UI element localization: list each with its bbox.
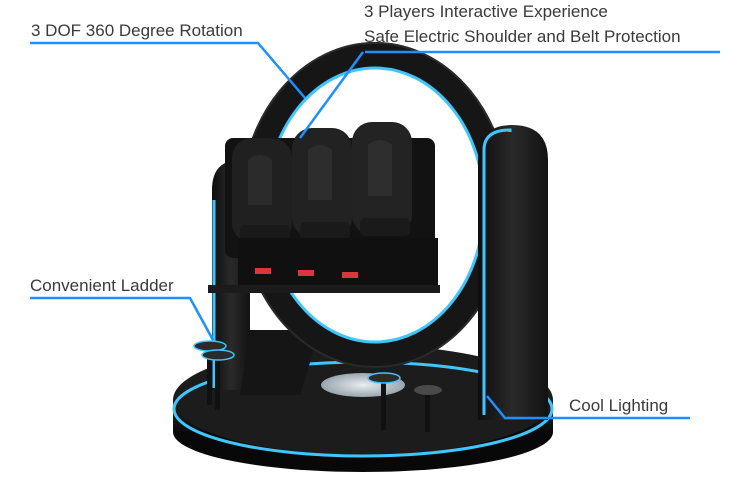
seat-1 bbox=[232, 138, 292, 243]
annotation-ladder: Convenient Ladder bbox=[30, 276, 174, 295]
callout-line-lighting bbox=[486, 395, 690, 420]
callout-line-rotation bbox=[30, 41, 306, 99]
ladder bbox=[193, 340, 442, 432]
seat-cabin bbox=[208, 122, 440, 293]
callout-line-players bbox=[298, 51, 365, 139]
right-tower bbox=[478, 125, 548, 420]
seat-2 bbox=[292, 128, 352, 240]
footrest bbox=[208, 285, 440, 293]
callout-lines bbox=[30, 41, 720, 420]
center-pedestal bbox=[240, 330, 320, 395]
indicator-light bbox=[342, 272, 358, 278]
annotation-players: 3 Players Interactive Experience bbox=[364, 2, 608, 21]
annotation-rotation: 3 DOF 360 Degree Rotation bbox=[31, 21, 243, 40]
callout-line-ladder bbox=[30, 296, 215, 341]
seat-3 bbox=[352, 122, 412, 236]
annotation-protection: Safe Electric Shoulder and Belt Protecti… bbox=[364, 27, 681, 46]
indicator-light bbox=[255, 268, 271, 274]
indicator-light bbox=[298, 270, 314, 276]
annotation-lighting: Cool Lighting bbox=[569, 396, 669, 415]
